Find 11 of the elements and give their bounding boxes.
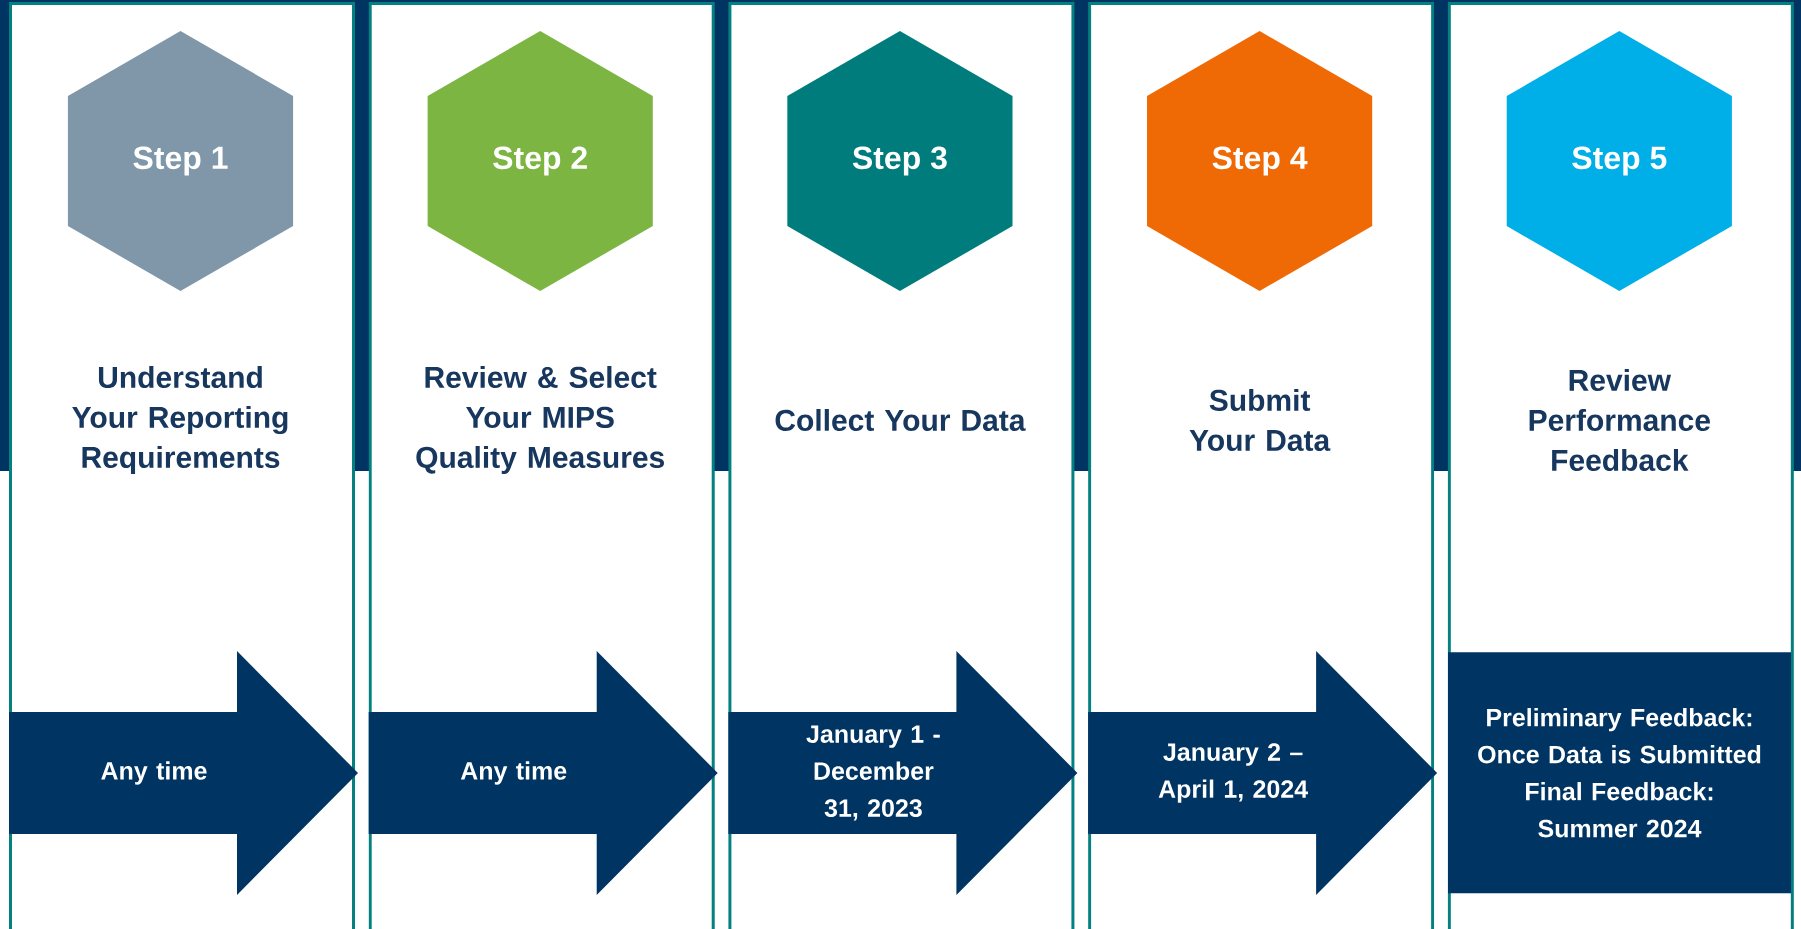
step-title: Submit Your Data <box>1189 389 1331 452</box>
step-hexagon: Step 4 <box>1147 31 1373 291</box>
step-hexagon: Step 3 <box>787 31 1013 291</box>
feedback-box: Preliminary Feedback: Once Data is Submitted Final Feedback: Summer 2024 <box>1448 652 1791 894</box>
step-hexagon: Step 1 <box>67 31 294 291</box>
step-hexagon: Step 2 <box>427 31 653 291</box>
step-title: Understand Your Reporting Requirements <box>72 366 288 474</box>
step-title: Collect Your Data <box>775 409 1026 432</box>
step-title: Review Performance Feedback <box>1529 369 1710 472</box>
step-hexagon: Step 5 <box>1506 31 1732 291</box>
step-title: Review & Select Your MIPS Quality Measures <box>416 366 664 474</box>
